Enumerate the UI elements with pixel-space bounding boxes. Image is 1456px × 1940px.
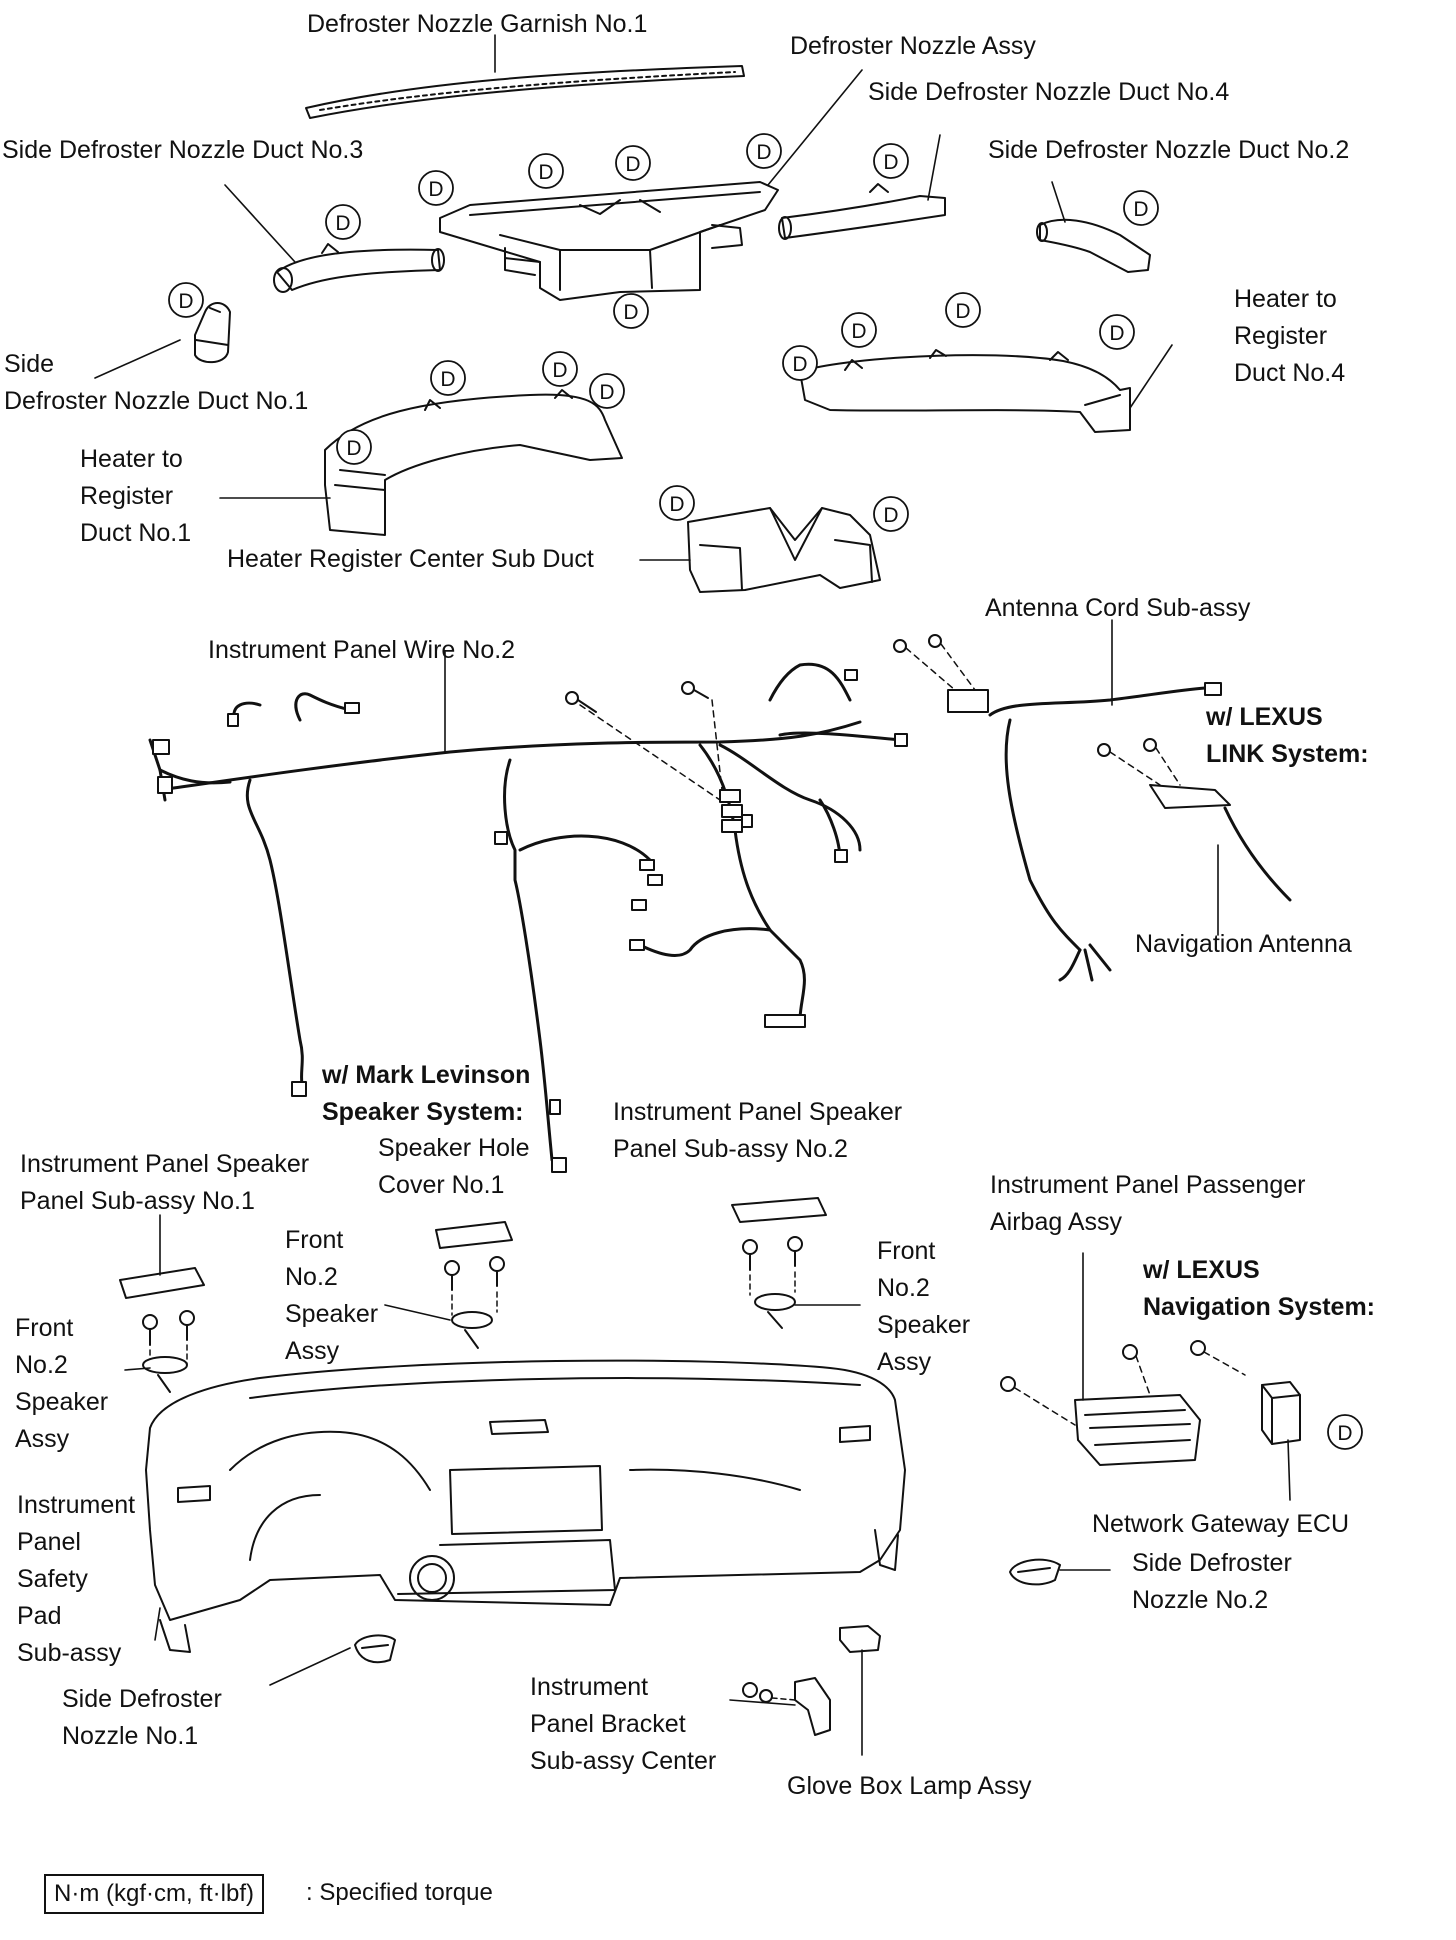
- ip-bracket-part: [742, 1677, 831, 1736]
- svg-text:D: D: [538, 161, 553, 184]
- label-lexus-link: w/ LEXUS LINK System:: [1206, 703, 1369, 768]
- d-marker: D: [1099, 314, 1135, 350]
- d-marker: D: [418, 170, 454, 206]
- passenger-airbag-part: [1000, 1340, 1246, 1466]
- label-side-nozzle-1: Side Defroster Nozzle No.1: [62, 1685, 222, 1750]
- d-marker: D: [841, 312, 877, 348]
- speaker-panel-1-part: [119, 1267, 205, 1393]
- d-marker: D: [873, 496, 909, 532]
- label-defroster-nozzle-assy: Defroster Nozzle Assy: [790, 32, 1036, 60]
- defroster-garnish-part: [305, 65, 745, 119]
- svg-text:D: D: [1109, 322, 1124, 345]
- d-marker: D: [873, 143, 909, 179]
- svg-text:D: D: [1337, 1422, 1352, 1445]
- speaker-panel-2-part: [731, 1197, 827, 1329]
- label-front-speaker-left: Front No.2 Speaker Assy: [15, 1314, 109, 1453]
- antenna-cord-part: [893, 634, 1222, 982]
- label-speaker-hole-cover: Speaker Hole Cover No.1: [378, 1134, 530, 1199]
- label-ip-bracket: Instrument Panel Bracket Sub-assy Center: [530, 1673, 717, 1775]
- label-center-sub-duct: Heater Register Center Sub Duct: [227, 545, 594, 573]
- d-marker: D: [430, 360, 466, 396]
- label-defroster-garnish: Defroster Nozzle Garnish No.1: [307, 10, 648, 38]
- svg-text:D: D: [883, 151, 898, 174]
- label-side-duct-3: Side Defroster Nozzle Duct No.3: [2, 136, 364, 164]
- torque-legend-box: N·m (kgf·cm, ft·lbf): [44, 1874, 264, 1914]
- label-heater-register-duct-4: Heater to Register Duct No.4: [1234, 285, 1346, 387]
- d-marker: D: [336, 429, 372, 465]
- torque-legend-text: : Specified torque: [306, 1879, 493, 1906]
- svg-text:D: D: [440, 368, 455, 391]
- svg-text:D: D: [756, 141, 771, 164]
- side-duct-2-part: [1036, 218, 1151, 273]
- side-nozzle-2-part: [1009, 1558, 1061, 1586]
- speaker-hole-cover-part: [435, 1221, 513, 1349]
- label-front-speaker-right: Front No.2 Speaker Assy: [877, 1237, 971, 1376]
- svg-text:D: D: [1133, 198, 1148, 221]
- center-sub-duct-part: [687, 507, 881, 593]
- label-network-gateway: Network Gateway ECU: [1092, 1510, 1350, 1538]
- svg-text:D: D: [623, 301, 638, 324]
- d-marker: D: [1327, 1414, 1363, 1450]
- svg-text:D: D: [552, 359, 567, 382]
- label-passenger-airbag: Instrument Panel Passenger Airbag Assy: [990, 1171, 1306, 1236]
- svg-text:D: D: [346, 437, 361, 460]
- d-marker: D: [782, 345, 818, 381]
- d-marker: D: [528, 153, 564, 189]
- label-mark-levinson: w/ Mark Levinson Speaker System:: [322, 1061, 531, 1126]
- label-ip-speaker-panel-2: Instrument Panel Speaker Panel Sub-assy …: [613, 1098, 903, 1163]
- label-front-speaker-mid: Front No.2 Speaker Assy: [285, 1226, 379, 1365]
- d-marker: D: [945, 292, 981, 328]
- svg-text:D: D: [792, 353, 807, 376]
- label-ip-speaker-panel-1: Instrument Panel Speaker Panel Sub-assy …: [20, 1150, 310, 1215]
- side-duct-1-part: [194, 302, 231, 364]
- label-safety-pad: Instrument Panel Safety Pad Sub-assy: [17, 1491, 136, 1667]
- svg-text:D: D: [625, 153, 640, 176]
- svg-text:D: D: [178, 290, 193, 313]
- svg-text:D: D: [851, 320, 866, 343]
- label-side-duct-1: Side Defroster Nozzle Duct No.1: [4, 350, 309, 415]
- defroster-nozzle-assy-part: [439, 181, 779, 301]
- label-lexus-navigation: w/ LEXUS Navigation System:: [1143, 1256, 1376, 1321]
- d-marker: D: [746, 133, 782, 169]
- label-antenna-cord: Antenna Cord Sub-assy: [985, 594, 1251, 622]
- d-marker: D: [542, 351, 578, 387]
- heater-register-duct-4-part: [799, 349, 1131, 433]
- svg-text:D: D: [335, 212, 350, 235]
- d-marker: D: [659, 485, 695, 521]
- d-marker: D: [168, 282, 204, 318]
- ip-wire-harness-part: [148, 662, 902, 1162]
- instrument-panel-safety-pad-part: [145, 1359, 906, 1653]
- label-side-duct-4: Side Defroster Nozzle Duct No.4: [868, 78, 1230, 106]
- glove-box-lamp-part: [839, 1625, 881, 1653]
- d-marker: D: [1123, 190, 1159, 226]
- d-marker: D: [589, 373, 625, 409]
- side-nozzle-1-part: [354, 1634, 396, 1664]
- label-side-nozzle-2: Side Defroster Nozzle No.2: [1132, 1549, 1292, 1614]
- navigation-antenna-part: [1097, 738, 1292, 902]
- d-marker: D: [615, 145, 651, 181]
- svg-text:D: D: [428, 178, 443, 201]
- svg-text:D: D: [669, 493, 684, 516]
- side-duct-3-part: [273, 243, 445, 293]
- label-ip-wire-2: Instrument Panel Wire No.2: [208, 636, 516, 664]
- svg-text:D: D: [883, 504, 898, 527]
- label-side-duct-2: Side Defroster Nozzle Duct No.2: [988, 136, 1350, 164]
- network-gateway-part: [1261, 1381, 1301, 1445]
- side-duct-4-part: [778, 183, 946, 240]
- harness-connectors: [152, 669, 908, 1173]
- heater-register-duct-1-part: [324, 389, 623, 536]
- d-marker: D: [325, 204, 361, 240]
- label-glove-box-lamp: Glove Box Lamp Assy: [787, 1772, 1032, 1800]
- torque-markers: D D D D D D D D D D D D D D D D D D D D: [168, 133, 1363, 1450]
- harness-bolts: [565, 681, 723, 801]
- label-navigation-antenna: Navigation Antenna: [1135, 930, 1352, 958]
- svg-text:D: D: [599, 381, 614, 404]
- label-heater-register-duct-1: Heater to Register Duct No.1: [80, 445, 192, 547]
- d-marker: D: [613, 293, 649, 329]
- svg-text:D: D: [955, 300, 970, 323]
- leader-lines: [94, 34, 1291, 1756]
